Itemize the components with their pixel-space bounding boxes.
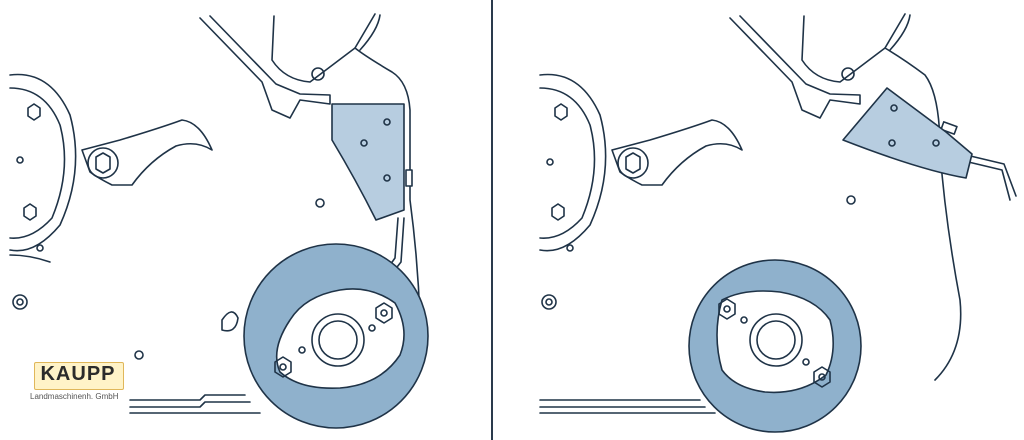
hex-nut-icon bbox=[813, 366, 831, 388]
panel-right-scraper-raised bbox=[539, 13, 1017, 433]
frame-mid bbox=[359, 14, 381, 51]
slot-hole bbox=[221, 311, 239, 332]
nut-center bbox=[380, 309, 388, 317]
bolt-hole-icon bbox=[545, 298, 553, 306]
logo-badge bbox=[34, 362, 124, 390]
bolt-hole-icon bbox=[802, 358, 810, 366]
hex-nut-icon bbox=[95, 152, 111, 174]
scraper-rod bbox=[959, 159, 1011, 201]
roller-hub-inner bbox=[756, 320, 796, 360]
hex-nut-icon bbox=[625, 152, 641, 174]
bolt-hole-icon bbox=[368, 324, 376, 332]
bolt-hole-icon bbox=[932, 139, 940, 147]
nut-center bbox=[723, 305, 731, 313]
wheel-outline bbox=[9, 73, 77, 252]
base-plate bbox=[129, 394, 246, 401]
scraper-bracket bbox=[331, 103, 405, 221]
bolt-hole-icon bbox=[298, 346, 306, 354]
bolt-hole-icon bbox=[541, 294, 557, 310]
frame-outline bbox=[9, 254, 51, 263]
hex-nut-icon bbox=[23, 203, 37, 221]
roller-flange bbox=[716, 290, 834, 394]
hopper-body bbox=[271, 13, 376, 83]
bolt-hole-icon bbox=[16, 298, 24, 306]
bolt-hole-icon bbox=[16, 156, 24, 164]
brand-logo: KAUPP Landmaschinenh. GmbH bbox=[30, 362, 130, 408]
hex-nut-icon bbox=[554, 103, 568, 121]
crank-hub bbox=[87, 147, 119, 179]
nut-center bbox=[279, 363, 287, 371]
logo-subtitle: Landmaschinenh. GmbH bbox=[30, 392, 119, 401]
bolt-hole-icon bbox=[846, 195, 856, 205]
roller-hub-outer bbox=[749, 313, 803, 367]
crank-hub bbox=[617, 147, 649, 179]
hex-nut-icon bbox=[718, 298, 736, 320]
roller-flange bbox=[275, 288, 405, 389]
scraper-bracket bbox=[842, 87, 973, 179]
roller-hub-inner bbox=[318, 320, 358, 360]
panel-left-scraper-engaged bbox=[9, 13, 429, 429]
bolt-hole-icon bbox=[546, 158, 554, 166]
hex-nut-icon bbox=[551, 203, 565, 221]
base-plate bbox=[129, 401, 251, 408]
bolt-hole-icon bbox=[888, 139, 896, 147]
bolt-hole-icon bbox=[383, 174, 391, 182]
hopper-body bbox=[801, 13, 906, 83]
bolt-hole-icon bbox=[566, 244, 574, 252]
wheel-inner-outline bbox=[539, 87, 596, 239]
bolt-hole-icon bbox=[890, 104, 898, 112]
hopper-left bbox=[199, 15, 331, 119]
wheel-inner-outline bbox=[9, 87, 66, 239]
frame-mid bbox=[889, 14, 911, 51]
bolt-hole-icon bbox=[12, 294, 28, 310]
nut-center bbox=[818, 373, 826, 381]
hex-nut-icon bbox=[27, 103, 41, 121]
hex-nut-icon bbox=[274, 356, 292, 378]
logo-name: KAUPP bbox=[40, 363, 116, 385]
panel-divider bbox=[491, 0, 493, 440]
bolt-hole-icon bbox=[740, 316, 748, 324]
crank-arm bbox=[611, 119, 743, 186]
bolt-hole-icon bbox=[311, 67, 325, 81]
scraper-rod bbox=[961, 153, 1017, 197]
hopper-left bbox=[729, 15, 861, 119]
bolt-hole-icon bbox=[315, 198, 325, 208]
wheel-outline bbox=[539, 73, 607, 252]
hex-nut-icon bbox=[375, 302, 393, 324]
bolt-hole-icon bbox=[36, 244, 44, 252]
bolt-hole-icon bbox=[360, 139, 368, 147]
crank-arm bbox=[81, 119, 213, 186]
pin-connector bbox=[940, 121, 958, 135]
roller-hub-outer bbox=[311, 313, 365, 367]
bolt-hole-icon bbox=[841, 67, 855, 81]
pin-connector bbox=[405, 169, 413, 187]
bolt-hole-icon bbox=[383, 118, 391, 126]
bolt-hole-icon bbox=[134, 350, 144, 360]
